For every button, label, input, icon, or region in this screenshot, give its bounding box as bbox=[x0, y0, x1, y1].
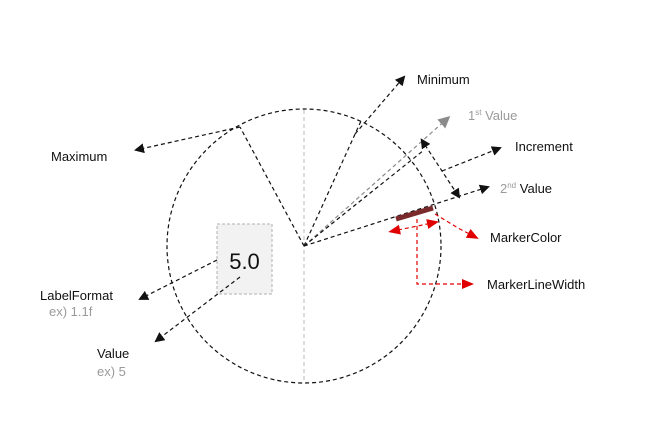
marker-color-label: MarkerColor bbox=[490, 230, 562, 245]
minimum-wedge-line bbox=[303, 120, 362, 247]
second-value-label: 2nd Value bbox=[500, 181, 552, 196]
label-format-label: LabelFormat bbox=[40, 288, 113, 303]
maximum-label: Maximum bbox=[51, 149, 107, 164]
value-example: ex) 5 bbox=[97, 364, 126, 379]
minimum-label: Minimum bbox=[417, 72, 470, 87]
first-value-arrow bbox=[303, 116, 451, 247]
maximum-wedge-line bbox=[239, 126, 305, 247]
value-box bbox=[216, 223, 273, 295]
first-value-label: 1st Value bbox=[468, 108, 517, 123]
maximum-arrow bbox=[134, 126, 241, 154]
dial-circle bbox=[166, 108, 442, 384]
marker-line-width-label: MarkerLineWidth bbox=[487, 277, 585, 292]
label-format-example: ex) 1.1f bbox=[49, 304, 93, 319]
increment-ray bbox=[303, 149, 425, 247]
marker-color-arrow bbox=[434, 213, 479, 239]
increment-label: Increment bbox=[515, 139, 573, 154]
value-arrow bbox=[154, 276, 241, 343]
increment-arrow bbox=[441, 146, 502, 172]
value-label: Value bbox=[97, 346, 129, 361]
marker-bar bbox=[395, 205, 434, 222]
marker-line-width-bracket bbox=[416, 219, 474, 289]
minimum-arrow bbox=[354, 75, 406, 135]
label-format-arrow bbox=[138, 259, 218, 300]
value-display: 5.0 bbox=[229, 249, 260, 274]
